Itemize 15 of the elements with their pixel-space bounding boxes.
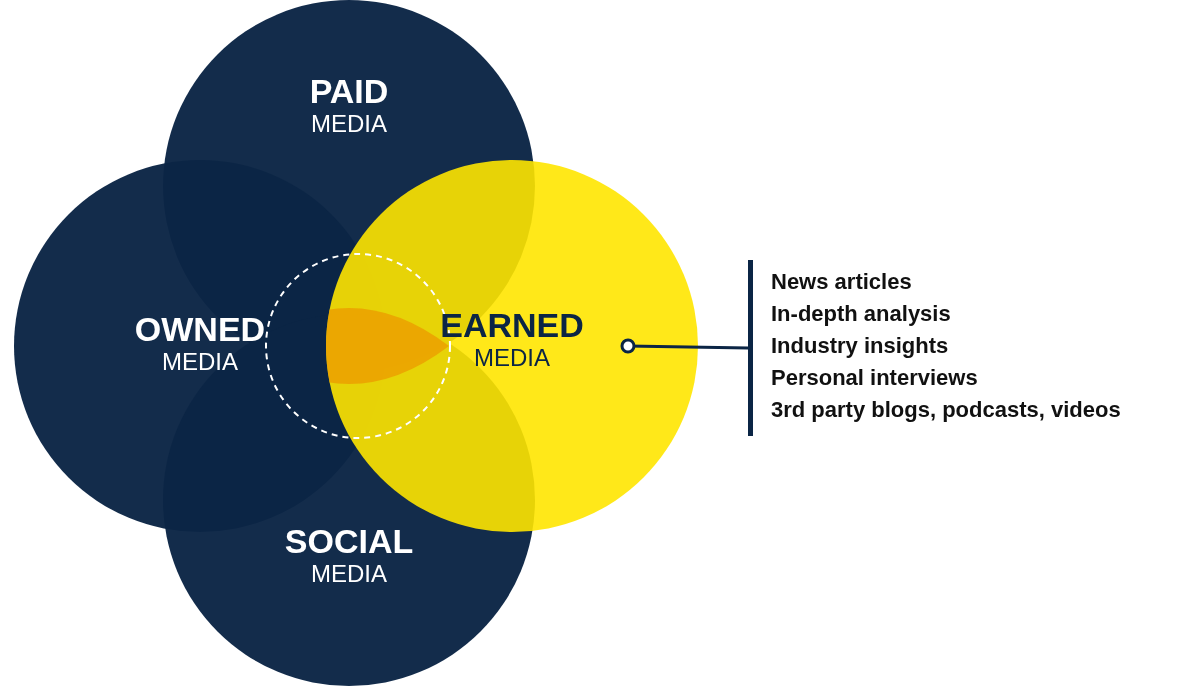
- circle-subtitle: MEDIA: [162, 348, 238, 376]
- circle-heading: SOCIAL: [284, 522, 414, 560]
- bullet-list-panel: [748, 260, 1121, 436]
- list-item: 3rd party blogs, podcasts, videos: [771, 396, 1121, 424]
- circle-heading: EARNED: [440, 306, 584, 344]
- leader-line: [620, 338, 749, 354]
- list-item: News articles: [771, 268, 912, 296]
- circle-subtitle: MEDIA: [474, 344, 550, 372]
- circle-subtitle: MEDIA: [311, 110, 387, 138]
- circle-heading: OWNED: [134, 310, 266, 348]
- circle-heading: PAID: [309, 72, 389, 110]
- list-item: Personal interviews: [771, 364, 978, 392]
- list-item: In-depth analysis: [771, 300, 951, 328]
- circle-subtitle: MEDIA: [311, 560, 387, 588]
- list-item: Industry insights: [771, 332, 949, 360]
